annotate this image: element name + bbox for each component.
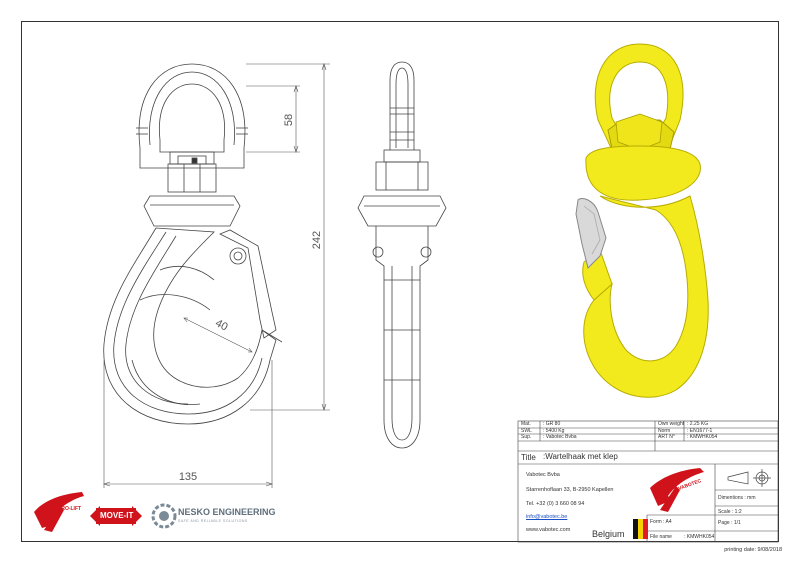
weight-label: Own weight [658, 421, 685, 427]
company-name: Vabotec Bvba [526, 472, 560, 478]
weight-value: : 2.25 KG [687, 421, 709, 427]
form-value: Form : A4 [650, 519, 672, 525]
vabotec-logo [650, 468, 704, 512]
front-view-hook [103, 63, 283, 425]
company-website[interactable]: www.vabotec.com [526, 527, 571, 533]
swl-label: SWL [521, 428, 532, 434]
company-address: Starrenhoflaan 33, B-2950 Kapellen [526, 487, 614, 493]
dimension-58 [246, 85, 300, 153]
belgium-flag-icon [633, 519, 648, 539]
printing-date: printing date: 9/08/2018 [724, 547, 782, 553]
dimension-40 [183, 317, 253, 353]
dim-40-label: 40 [213, 317, 229, 333]
art-value: : KMWHK054 [687, 434, 718, 440]
title-block-grid [517, 420, 779, 543]
drawing-frame [21, 21, 779, 542]
moveit-wordmark: MOVE-IT [100, 511, 134, 520]
projection-symbol-icon [727, 469, 771, 487]
hook-3d-render [575, 43, 709, 398]
title-value: :Wartelhaak met klep [543, 452, 618, 461]
file-label: File name [650, 534, 672, 540]
company-tel: Tel. +32 (0) 3 660 08 94 [526, 501, 585, 507]
dimension-242 [246, 63, 330, 411]
page-value: Page : 1/1 [718, 520, 741, 526]
norm-label: Norm [658, 428, 671, 434]
prolift-wordmark: PRO-LIFT [58, 506, 82, 512]
country-label: Belgium [592, 529, 625, 539]
art-label: ART N° [658, 434, 675, 440]
sup-value: : Vabotec Bvba [543, 434, 577, 440]
dim-242-label: 242 [311, 231, 323, 249]
scale-value: Scale : 1:2 [718, 509, 742, 515]
sup-label: Sup. [521, 434, 532, 440]
mat-value: : GR 80 [543, 421, 561, 427]
moveit-logo [90, 506, 142, 526]
dim-135-label: 135 [179, 471, 197, 483]
side-view-hook [357, 61, 447, 449]
company-email[interactable]: info@vabotec.be [526, 514, 568, 520]
dimension-135 [103, 360, 273, 488]
file-value: : KMWHK054 [684, 534, 715, 540]
mat-label: Mat. [521, 421, 531, 427]
nesko-tagline: SAFE AND RELIABLE SOLUTIONS [178, 519, 248, 523]
nesko-logo [151, 503, 177, 529]
swl-value: : 5400 Kg [543, 428, 565, 434]
norm-value: : EN1677-1 [687, 428, 713, 434]
dim-58-label: 58 [283, 114, 295, 126]
prolift-logo [34, 492, 84, 532]
nesko-wordmark: NESKO ENGINEERING [178, 507, 276, 517]
title-label: Title [521, 453, 536, 462]
dimensions-unit: Dimentions : mm [718, 495, 756, 501]
